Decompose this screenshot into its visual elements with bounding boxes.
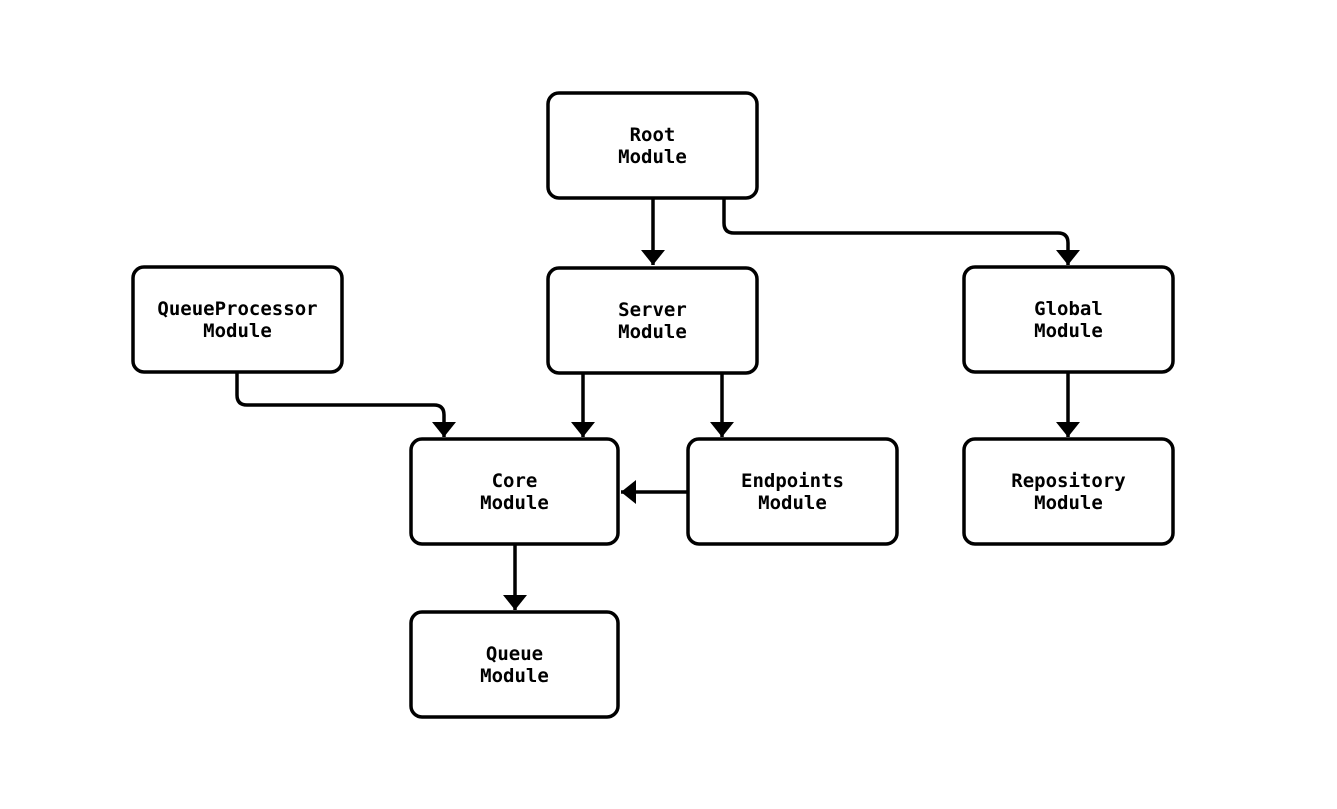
node-root-module: Root Module [546,91,759,200]
repository-module-label-line2: Module [1034,492,1103,514]
queue-module-box [409,610,620,719]
node-endpoints-module: Endpoints Module [686,437,899,546]
server-module-label-line1: Server [618,299,687,321]
global-module-label-line2: Module [1034,320,1103,342]
queue-module-label-line1: Queue [486,643,543,665]
edge-queueprocessor-to-core [235,373,456,437]
edge-root-to-global [722,199,1080,265]
endpoints-module-box [686,437,899,546]
endpoints-module-label-line1: Endpoints [741,470,844,492]
node-global-module: Global Module [962,265,1175,374]
core-module-label-line1: Core [492,470,538,492]
queue-module-label-line2: Module [480,665,549,687]
server-module-box [546,266,759,375]
endpoints-module-label-line2: Module [758,492,827,514]
core-module-box [409,437,620,546]
server-module-label-line2: Module [618,321,687,343]
node-queue-module: Queue Module [409,610,620,719]
repository-module-label-line1: Repository [1011,470,1125,492]
global-module-box [962,265,1175,374]
global-module-label-line1: Global [1034,298,1103,320]
node-queueprocessor-module: QueueProcessor Module [131,265,344,374]
core-module-label-line2: Module [480,492,549,514]
node-core-module: Core Module [409,437,620,546]
repository-module-box [962,437,1175,546]
root-module-label-line1: Root [630,124,676,146]
edges [235,199,1080,610]
queueprocessor-module-label-line1: QueueProcessor [157,298,317,320]
queueprocessor-module-box [131,265,344,374]
queueprocessor-module-label-line2: Module [203,320,272,342]
root-module-box [546,91,759,200]
node-repository-module: Repository Module [962,437,1175,546]
root-module-label-line2: Module [618,146,687,168]
node-server-module: Server Module [546,266,759,375]
